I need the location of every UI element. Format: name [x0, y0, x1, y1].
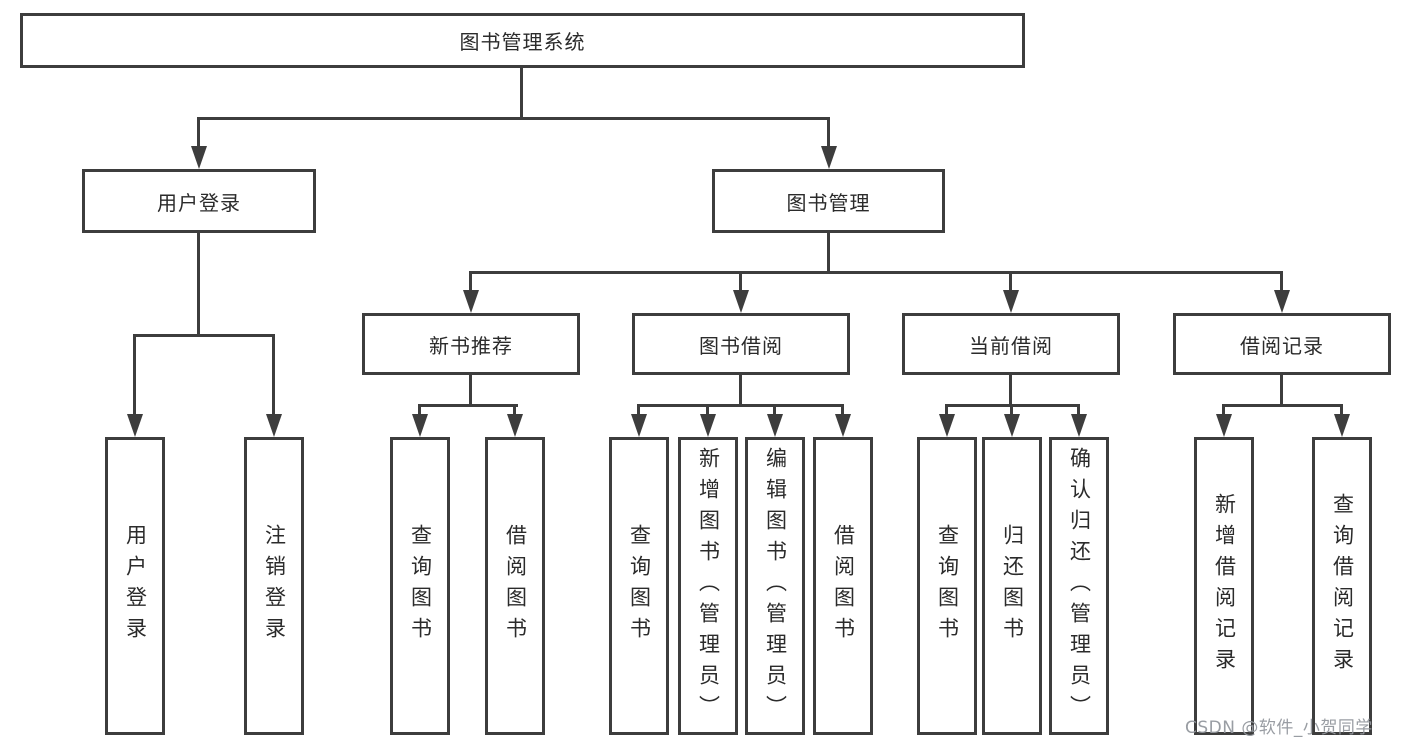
connector-bus-new-book: [418, 404, 518, 407]
leaf-add-borrow-record: 新增借阅记录: [1194, 437, 1254, 735]
connector-arrowhead: [463, 290, 479, 313]
node-book-management: 图书管理: [712, 169, 945, 233]
connector-bus-level1: [197, 117, 830, 120]
connector-arrowhead: [631, 414, 647, 437]
connector-stub: [739, 375, 742, 407]
connector-shaft: [469, 272, 472, 291]
connector-shaft: [841, 405, 844, 415]
connector-arrowhead: [767, 414, 783, 437]
leaf-borrow-books: 借阅图书: [813, 437, 873, 735]
leaf-borrow-books: 借阅图书: [485, 437, 545, 735]
connector-shaft: [739, 272, 742, 291]
node-borrowing-records: 借阅记录: [1173, 313, 1391, 375]
connector-arrowhead: [507, 414, 523, 437]
connector-arrowhead: [1274, 290, 1290, 313]
connector-shaft: [1340, 405, 1343, 415]
connector-shaft: [945, 405, 948, 415]
connector-stub: [1280, 375, 1283, 407]
connector-shaft: [513, 405, 516, 415]
leaf-query-books: 查询图书: [917, 437, 977, 735]
connector-arrowhead: [127, 414, 143, 437]
connector-bus-current-borrow: [945, 404, 1080, 407]
connector-bus-book-borrow: [637, 404, 844, 407]
leaf-query-books: 查询图书: [609, 437, 669, 735]
leaf-user-login: 用户登录: [105, 437, 165, 735]
connector-stub: [827, 233, 830, 273]
connector-bus-level2: [469, 271, 1283, 274]
connector-shaft: [197, 118, 200, 147]
connector-shaft: [418, 405, 421, 415]
connector-arrowhead: [733, 290, 749, 313]
leaf-confirm-return-admin: 确认归还（管理员）: [1049, 437, 1109, 735]
leaf-query-borrow-record: 查询借阅记录: [1312, 437, 1372, 735]
connector-arrowhead: [1071, 414, 1087, 437]
connector-stub: [1009, 375, 1012, 407]
connector-shaft: [1222, 405, 1225, 415]
leaf-query-books: 查询图书: [390, 437, 450, 735]
leaf-add-books-admin: 新增图书（管理员）: [678, 437, 738, 735]
node-user-login: 用户登录: [82, 169, 316, 233]
connector-shaft: [272, 335, 275, 415]
connector-arrowhead: [835, 414, 851, 437]
leaf-return-books: 归还图书: [982, 437, 1042, 735]
connector-shaft: [637, 405, 640, 415]
connector-arrowhead: [1216, 414, 1232, 437]
connector-shaft: [1009, 272, 1012, 291]
connector-shaft: [1010, 405, 1013, 415]
leaf-edit-books-admin: 编辑图书（管理员）: [745, 437, 805, 735]
connector-shaft: [773, 405, 776, 415]
connector-stub: [469, 375, 472, 407]
connector-bus-user-login: [133, 334, 275, 337]
node-book-borrowing: 图书借阅: [632, 313, 850, 375]
connector-root-stub: [520, 68, 523, 120]
connector-arrowhead: [939, 414, 955, 437]
connector-shaft: [1280, 272, 1283, 291]
connector-arrowhead: [700, 414, 716, 437]
node-current-borrowing: 当前借阅: [902, 313, 1120, 375]
connector-arrowhead: [191, 146, 207, 169]
connector-shaft: [133, 335, 136, 415]
connector-shaft: [1077, 405, 1080, 415]
connector-bus-borrow-records: [1222, 404, 1343, 407]
node-new-book-recommendation: 新书推荐: [362, 313, 580, 375]
connector-arrowhead: [1004, 414, 1020, 437]
connector-arrowhead: [821, 146, 837, 169]
connector-shaft: [706, 405, 709, 415]
connector-arrowhead: [1003, 290, 1019, 313]
leaf-logout: 注销登录: [244, 437, 304, 735]
connector-arrowhead: [1334, 414, 1350, 437]
connector-arrowhead: [412, 414, 428, 437]
connector-stub: [197, 233, 200, 336]
connector-arrowhead: [266, 414, 282, 437]
node-library-management-system: 图书管理系统: [20, 13, 1025, 68]
connector-shaft: [827, 118, 830, 147]
watermark: CSDN @软件_小贺同学: [1185, 718, 1373, 738]
